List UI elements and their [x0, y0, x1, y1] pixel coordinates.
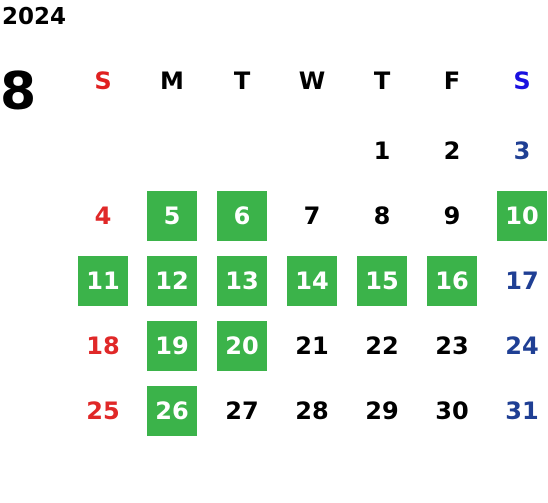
day-cell-9[interactable]: 9: [443, 202, 461, 230]
day-cell-22[interactable]: 22: [365, 332, 399, 360]
day-cell-14[interactable]: 14: [287, 256, 337, 306]
day-cell-23[interactable]: 23: [435, 332, 469, 360]
day-cell-11[interactable]: 11: [78, 256, 128, 306]
day-cell-20[interactable]: 20: [217, 321, 267, 371]
day-cell-21[interactable]: 21: [295, 332, 329, 360]
weekday-label-wed: W: [298, 67, 326, 95]
weekday-label-tue: T: [233, 67, 251, 95]
day-cell-17[interactable]: 17: [505, 267, 539, 295]
day-cell-29[interactable]: 29: [365, 397, 399, 425]
weekday-label-thu: T: [373, 67, 391, 95]
day-cell-2[interactable]: 2: [443, 137, 461, 165]
day-cell-25[interactable]: 25: [86, 397, 120, 425]
day-cell-8[interactable]: 8: [373, 202, 391, 230]
day-cell-10[interactable]: 10: [497, 191, 547, 241]
day-cell-31[interactable]: 31: [505, 397, 539, 425]
day-cell-30[interactable]: 30: [435, 397, 469, 425]
calendar-month: 8: [0, 62, 37, 122]
weekday-label-sat: S: [513, 67, 531, 95]
weekday-label-mon: M: [160, 67, 184, 95]
day-cell-28[interactable]: 28: [295, 397, 329, 425]
day-cell-26[interactable]: 26: [147, 386, 197, 436]
day-cell-6[interactable]: 6: [217, 191, 267, 241]
day-cell-1[interactable]: 1: [373, 137, 391, 165]
day-cell-16[interactable]: 16: [427, 256, 477, 306]
day-cell-24[interactable]: 24: [505, 332, 539, 360]
day-cell-27[interactable]: 27: [225, 397, 259, 425]
day-cell-15[interactable]: 15: [357, 256, 407, 306]
day-cell-7[interactable]: 7: [303, 202, 321, 230]
day-cell-13[interactable]: 13: [217, 256, 267, 306]
weekday-label-sun: S: [94, 67, 112, 95]
calendar-year: 2024: [2, 4, 67, 30]
weekday-label-fri: F: [443, 67, 461, 95]
day-cell-4[interactable]: 4: [94, 202, 112, 230]
day-cell-18[interactable]: 18: [86, 332, 120, 360]
day-cell-5[interactable]: 5: [147, 191, 197, 241]
day-cell-19[interactable]: 19: [147, 321, 197, 371]
day-cell-3[interactable]: 3: [513, 137, 531, 165]
day-cell-12[interactable]: 12: [147, 256, 197, 306]
